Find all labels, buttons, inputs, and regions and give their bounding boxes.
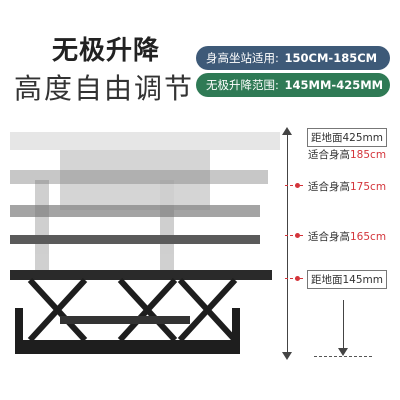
base-frame-left xyxy=(15,308,23,354)
mechanism-ghost xyxy=(35,150,210,270)
suit-185-label: 适合身高185cm xyxy=(308,149,387,161)
desk-illustration xyxy=(10,132,280,354)
base-frame-front xyxy=(15,340,240,354)
arrow-down-icon xyxy=(282,352,292,360)
lift-range-label: 无极升降范围: xyxy=(206,78,279,92)
headline: 无极升降 xyxy=(52,36,161,66)
marker-line-165 xyxy=(285,235,303,236)
height-range-value: 150CM-185CM xyxy=(284,51,378,65)
marker-dot-145 xyxy=(295,276,300,281)
marker-dot-175 xyxy=(295,183,300,188)
desktop-lowest xyxy=(10,270,272,280)
desktop-165 xyxy=(10,235,260,244)
lift-range-value: 145MM-425MM xyxy=(284,78,384,92)
desktop-ghost-low xyxy=(10,205,260,217)
desktop-ghost-mid xyxy=(10,170,268,184)
height-range-label: 身高坐站适用: xyxy=(206,51,279,65)
marker-line-145 xyxy=(285,278,303,279)
height-scale-line xyxy=(287,131,288,358)
base-frame-right xyxy=(232,308,240,354)
scissor-mechanism xyxy=(27,277,238,343)
floor-arrow-icon xyxy=(338,348,348,356)
desktop-ghost-top xyxy=(10,132,280,150)
arrow-up-icon xyxy=(282,127,292,135)
floor-line xyxy=(314,356,372,357)
lift-range-badge: 无极升降范围: 145MM-425MM xyxy=(196,73,390,97)
marker-line-175 xyxy=(285,185,303,186)
subheadline: 高度自由调节 xyxy=(14,72,195,105)
height-range-badge: 身高坐站适用: 150CM-185CM xyxy=(196,46,390,70)
base-frame-cross xyxy=(60,316,190,324)
marker-dot-165 xyxy=(295,233,300,238)
min-height-label: 距地面145mm xyxy=(307,270,387,289)
suit-175-label: 适合身高175cm xyxy=(308,181,387,193)
floor-arrow-line xyxy=(343,300,344,352)
suit-165-label: 适合身高165cm xyxy=(308,231,387,243)
max-height-label: 距地面425mm xyxy=(307,128,387,147)
